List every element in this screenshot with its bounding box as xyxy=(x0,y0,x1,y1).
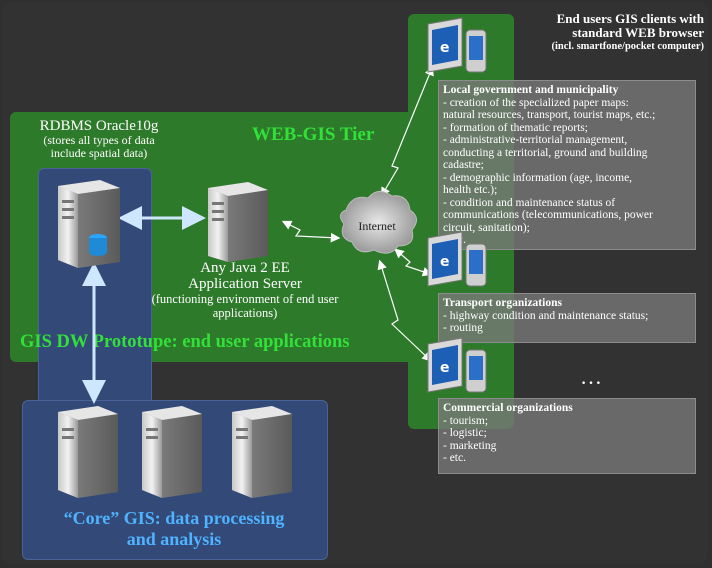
clients-title-line2: standard WEB browser xyxy=(572,25,704,40)
internet-client2-link xyxy=(394,248,433,277)
transport-item: - highway condition and maintenance stat… xyxy=(443,309,649,322)
local-item: communications (telecommunications, powe… xyxy=(443,209,653,221)
local-item: circuit, sanitation); xyxy=(443,221,530,234)
commercial-list: - tourism;- logistic;- marketing- etc. xyxy=(443,415,691,465)
local-government-title: Local government and municipality xyxy=(443,84,619,96)
app-server-line4: applications) xyxy=(212,306,278,320)
clients-title-line1: End users GIS clients with xyxy=(556,11,704,26)
local-item: - administrative-territorial management, xyxy=(443,134,628,146)
commercial-title: Commercial organizations xyxy=(443,402,573,414)
app-server-label: Any Java 2 EE Application Server (functi… xyxy=(110,260,380,320)
rdbms-title: RDBMS Oracle10g xyxy=(39,118,159,134)
commercial-item: - etc. xyxy=(443,452,466,464)
app-internet-link xyxy=(281,220,341,243)
internet-client1-link xyxy=(380,65,434,198)
local-item: - formation of thematic reports; xyxy=(443,121,588,134)
commercial-item: - tourism; xyxy=(443,414,489,427)
app-server-line1: Any Java 2 EE xyxy=(200,260,290,276)
transport-item: - routing xyxy=(443,322,483,334)
local-item: cadastre; xyxy=(443,159,484,171)
transport-title: Transport organizations xyxy=(443,297,562,309)
commercial-item: - marketing xyxy=(443,439,497,452)
local-item: - condition and maintenance status of xyxy=(443,196,616,209)
rdbms-server-icon xyxy=(58,180,120,268)
internet-client3-link xyxy=(377,259,432,362)
transport-list: - highway condition and maintenance stat… xyxy=(443,310,691,335)
core-gis-line1: “Core” GIS: data processing xyxy=(63,508,285,528)
rdbms-label: RDBMS Oracle10g (stores all types of dat… xyxy=(14,118,184,160)
svg-text:e: e xyxy=(440,40,450,56)
local-item: natural resources, transport, tourist ma… xyxy=(443,109,656,121)
core-gis-label: “Core” GIS: data processing and analysis xyxy=(22,508,326,550)
rdbms-sub2: include spatial data) xyxy=(50,146,148,160)
client-workstation-icon-3: e xyxy=(427,337,487,393)
local-government-box: Local government and municipality - crea… xyxy=(438,80,696,250)
svg-text:e: e xyxy=(440,254,450,270)
internet-label: Internet xyxy=(358,219,396,233)
local-item: - demographic information (age, income, xyxy=(443,171,633,184)
rdbms-sub1: (stores all types of data xyxy=(43,133,155,147)
core-server-icon-1 xyxy=(58,406,118,498)
app-server-line2: Application Server xyxy=(188,276,302,292)
client-workstation-icon-1: e xyxy=(427,17,487,73)
local-item: - creation of the specialized paper maps… xyxy=(443,96,629,109)
svg-text:e: e xyxy=(440,360,450,376)
clients-title-line3: (incl. smartfone/pocket computer) xyxy=(551,41,704,52)
local-item: health etc.); xyxy=(443,184,498,196)
core-server-icon-3 xyxy=(232,406,292,498)
local-government-list: - creation of the specialized paper maps… xyxy=(443,97,691,247)
clients-title: End users GIS clients with standard WEB … xyxy=(464,12,704,54)
internet-cloud-icon xyxy=(340,191,417,254)
core-server-icon-2 xyxy=(142,406,202,498)
commercial-box: Commercial organizations - tourism;- log… xyxy=(438,398,696,474)
ellipsis: … xyxy=(580,364,602,389)
client-workstation-icon-2: e xyxy=(427,231,487,287)
app-server-icon xyxy=(208,182,268,262)
transport-box: Transport organizations - highway condit… xyxy=(438,293,696,343)
commercial-item: - logistic; xyxy=(443,427,487,439)
local-item: conducting a territorial, ground and bui… xyxy=(443,146,648,159)
core-gis-line2: and analysis xyxy=(126,529,222,549)
app-server-line3: (functioning environment of end user xyxy=(151,292,339,306)
web-gis-tier-label: WEB-GIS Tier xyxy=(252,124,375,145)
